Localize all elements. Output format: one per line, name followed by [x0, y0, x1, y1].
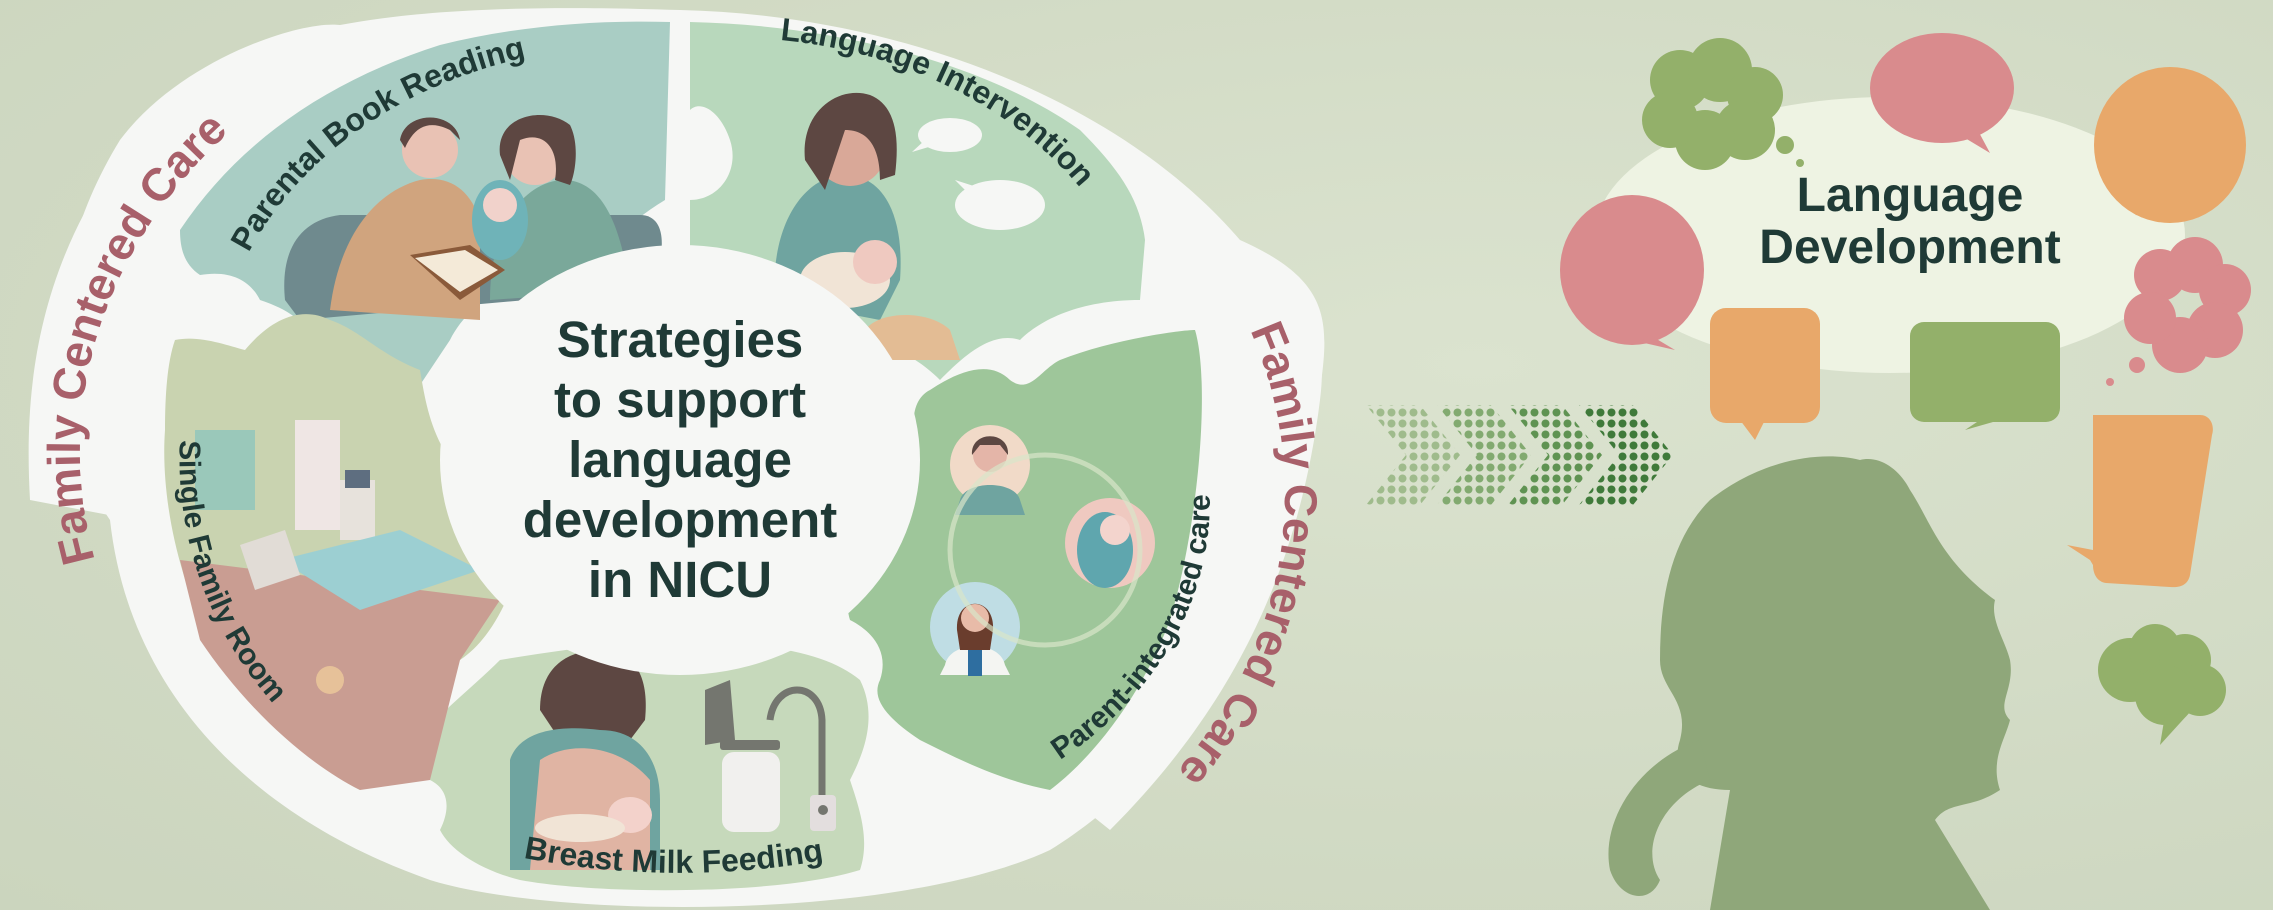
- puzzle-piece-single-family-room: Single Family Room: [164, 314, 520, 790]
- center-title-line: Strategies: [556, 311, 804, 368]
- speech-bubble-icon-orange-tall: [2067, 415, 2213, 588]
- chevron-arrow-icon-3: [1508, 405, 1602, 505]
- speech-bubble-icon-orange-top: [2094, 67, 2246, 223]
- child-silhouette: [1660, 456, 2011, 910]
- child-ponytail: [1608, 740, 1710, 897]
- chevron-arrow-icon-2: [1437, 405, 1531, 505]
- puzzle-piece-parent-integrated-care: Parent-integrated care: [847, 330, 1217, 790]
- chevron-arrow-icon-1: [1366, 405, 1460, 505]
- center-title-line: in NICU: [587, 551, 773, 608]
- center-title-line: development: [522, 491, 838, 548]
- outcome-title-line: Language: [1796, 169, 2024, 222]
- speech-bubble-icon-green-rect: [1910, 322, 2060, 430]
- thought-bubble-icon-pink: [2106, 237, 2251, 386]
- language-development-title: Language Development: [1700, 170, 2120, 274]
- center-title-line: to support: [553, 371, 807, 428]
- puzzle-piece-breast-milk-feeding: Breast Milk Feeding: [410, 640, 869, 891]
- chevron-arrow-icon-4: [1579, 405, 1673, 505]
- speech-bubble-icon-pink-top: [1870, 33, 2014, 153]
- language-development-cloud: [1595, 97, 2185, 373]
- center-title-line: language: [568, 431, 792, 488]
- speech-bubble-icon-green-cloud: [2098, 624, 2226, 745]
- progress-arrows: [1366, 405, 1673, 505]
- speech-bubbles: [1560, 33, 2251, 745]
- outcome-title-line: Development: [1759, 221, 2061, 274]
- center-title: Strategies to support language developme…: [470, 310, 890, 610]
- thought-bubble-icon-green: [1642, 38, 1804, 170]
- speech-bubble-icon-orange-rect: [1710, 308, 1820, 440]
- speech-bubble-icon-pink-left: [1560, 195, 1704, 350]
- center-circle: [440, 245, 920, 675]
